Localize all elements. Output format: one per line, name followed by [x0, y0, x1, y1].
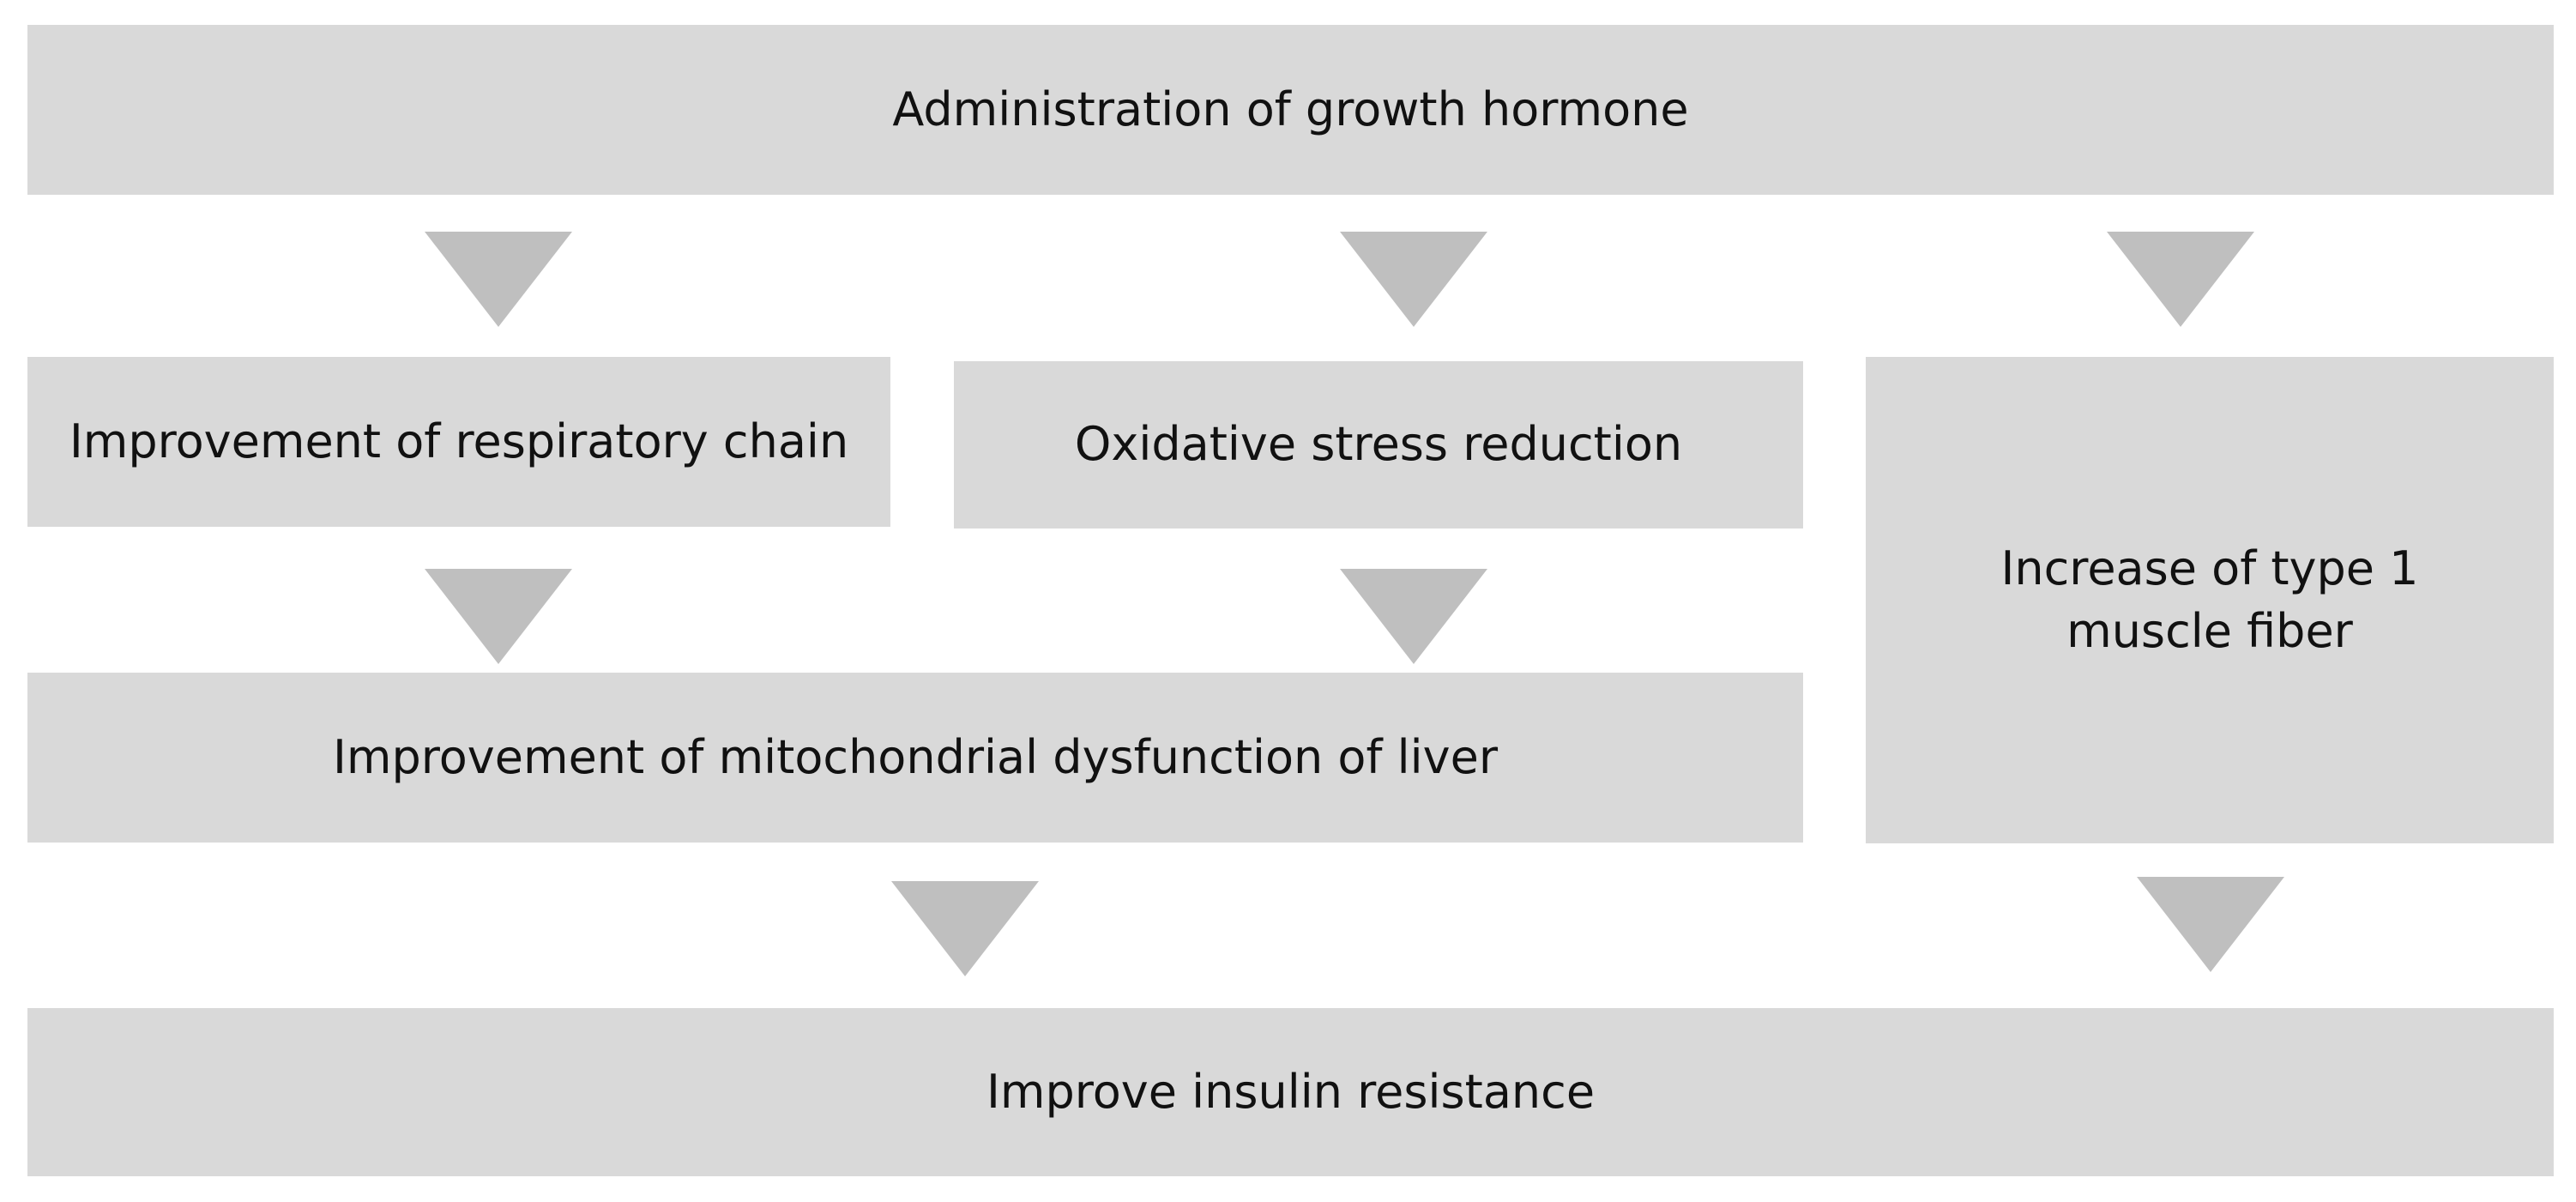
node-label: Improvement of mitochondrial dysfunction… [332, 729, 1499, 784]
node-improve-insulin-resistance: Improve insulin resistance [27, 1008, 2554, 1176]
node-label: Improvement of respiratory chain [69, 414, 849, 468]
arrow-down-icon [425, 569, 572, 664]
node-label: Oxidative stress reduction [1074, 417, 1683, 472]
arrow-down-icon [2137, 877, 2284, 972]
arrow-down-icon [1340, 569, 1487, 664]
node-label-line-2: muscle fiber [2066, 603, 2353, 658]
node-improvement-of-mitochondrial-dysfunction: Improvement of mitochondrial dysfunction… [27, 673, 1803, 843]
arrow-down-icon [1340, 232, 1487, 327]
node-improvement-of-respiratory-chain: Improvement of respiratory chain [27, 357, 890, 527]
arrow-down-icon [891, 881, 1039, 976]
node-administration-of-growth-hormone: Administration of growth hormone [27, 25, 2554, 195]
node-label: Administration of growth hormone [892, 82, 1689, 136]
node-oxidative-stress-reduction: Oxidative stress reduction [954, 361, 1803, 529]
node-label: Improve insulin resistance [986, 1064, 1596, 1119]
node-label-line-1: Increase of type 1 [2000, 541, 2419, 595]
arrow-down-icon [2107, 232, 2254, 327]
arrow-down-icon [425, 232, 572, 327]
node-increase-of-type-1-muscle-fiber: Increase of type 1 muscle fiber [1866, 357, 2554, 843]
